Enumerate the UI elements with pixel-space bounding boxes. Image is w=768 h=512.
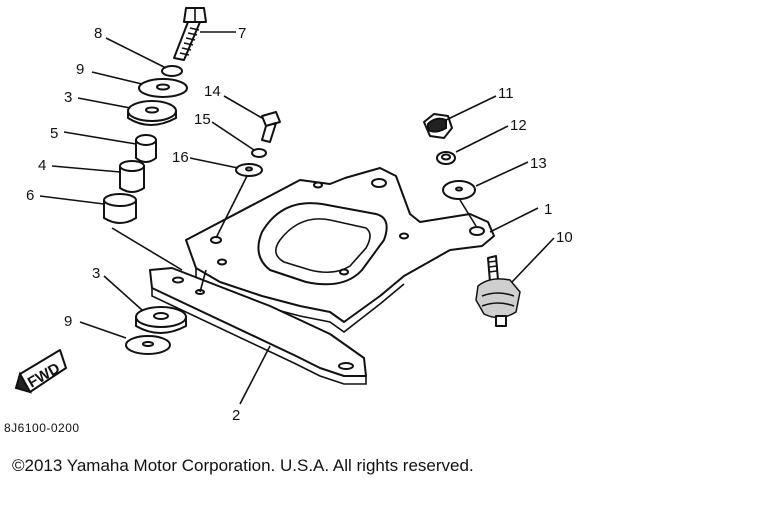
callout-14: 14 bbox=[204, 83, 221, 100]
washer-part-13 bbox=[442, 180, 476, 200]
callout-3-bottom: 3 bbox=[92, 265, 100, 282]
callout-15: 15 bbox=[194, 111, 211, 128]
alignment-lines bbox=[111, 175, 477, 293]
washer-part-16 bbox=[235, 163, 263, 177]
callout-13: 13 bbox=[530, 155, 547, 172]
engine-mount-bracket-part-1 bbox=[185, 167, 495, 333]
rubber-mount-part-10 bbox=[475, 255, 521, 327]
callout-7: 7 bbox=[238, 25, 246, 42]
callout-8: 8 bbox=[94, 25, 102, 42]
bushing-part-5 bbox=[135, 134, 157, 163]
callout-9-top: 9 bbox=[76, 61, 84, 78]
fwd-direction-arrow: FWD bbox=[14, 349, 67, 394]
figure-code: 8J6100-0200 bbox=[4, 421, 80, 435]
callout-11: 11 bbox=[498, 85, 514, 102]
callout-10: 10 bbox=[556, 229, 573, 246]
bolt-part-7 bbox=[173, 7, 207, 61]
callout-16: 16 bbox=[172, 149, 189, 166]
bushing-part-6 bbox=[103, 193, 137, 224]
copyright-notice: ©2013 Yamaha Motor Corporation. U.S.A. A… bbox=[12, 456, 474, 475]
callout-6: 6 bbox=[26, 187, 34, 204]
washer-part-12 bbox=[436, 151, 456, 165]
bushing-part-4 bbox=[119, 160, 145, 193]
callout-1: 1 bbox=[544, 201, 552, 218]
callout-4: 4 bbox=[38, 157, 46, 174]
washer-part-9-bottom bbox=[125, 335, 171, 355]
lock-washer-part-15 bbox=[251, 148, 267, 158]
nut-part-11 bbox=[423, 113, 453, 139]
callout-3-top: 3 bbox=[64, 89, 72, 106]
callout-2: 2 bbox=[232, 407, 240, 424]
callout-5: 5 bbox=[50, 125, 58, 142]
spacer-part-3-bottom bbox=[135, 306, 187, 334]
washer-part-8 bbox=[161, 65, 183, 77]
leader-lines bbox=[39, 31, 555, 405]
callout-labels: 1 2 3 3 4 5 6 7 8 9 9 10 11 12 13 14 15 … bbox=[26, 25, 573, 424]
spacer-part-3-top bbox=[127, 100, 177, 126]
callout-12: 12 bbox=[510, 117, 527, 134]
bolt-part-14 bbox=[261, 111, 281, 143]
callout-9-bottom: 9 bbox=[64, 313, 72, 330]
washer-part-9-top bbox=[138, 78, 188, 98]
mounting-plate-part-2 bbox=[149, 267, 367, 385]
